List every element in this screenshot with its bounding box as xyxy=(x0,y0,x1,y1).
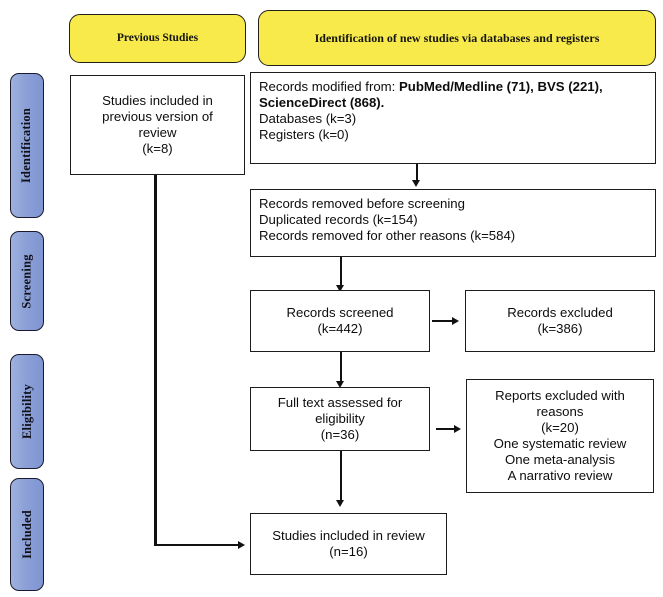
box-studies-previous-version: Studies included in previous version of … xyxy=(70,75,245,175)
box-records-excluded: Records excluded (k=386) xyxy=(465,290,655,352)
connector-removed-to-screened xyxy=(340,257,342,288)
box-studies-previous-version-text: Studies included in previous version of … xyxy=(102,92,213,157)
connector-fulltext-to-included xyxy=(340,451,342,503)
box-reports-excluded-text: Reports excluded with reasons (k=20) One… xyxy=(493,387,627,484)
arrowhead-previous-to-included xyxy=(238,541,245,549)
phase-bar-screening: Screening xyxy=(10,231,44,331)
box-records-screened-text: Records screened (k=442) xyxy=(286,304,394,336)
box-records-removed-text: Records removed before screening Duplica… xyxy=(259,196,516,244)
connector-screened-to-excluded xyxy=(432,320,454,322)
arrowhead-fulltext-to-reports-excluded xyxy=(454,425,461,433)
box-studies-included-in-review: Studies included in review (n=16) xyxy=(250,513,447,575)
connector-screened-to-fulltext xyxy=(340,352,342,384)
arrowhead-fulltext-to-included xyxy=(336,500,344,507)
phase-label-screening: Screening xyxy=(19,253,34,309)
box-full-text-assessed-text: Full text assessed for eligibility (n=36… xyxy=(277,394,403,443)
box-records-identified-text: Records modified from: PubMed/Medline (7… xyxy=(251,73,655,149)
records-identified-registers: Registers (k=0) xyxy=(259,127,349,143)
box-records-identified: Records modified from: PubMed/Medline (7… xyxy=(250,72,656,164)
box-records-removed: Records removed before screening Duplica… xyxy=(250,189,656,257)
phase-label-eligibility: Eligibility xyxy=(19,384,34,439)
banner-previous-studies: Previous Studies xyxy=(69,14,246,63)
box-records-screened: Records screened (k=442) xyxy=(250,290,430,352)
phase-label-included: Included xyxy=(19,510,34,559)
connector-previous-to-included-horizontal xyxy=(154,544,239,546)
connector-fulltext-to-reports-excluded xyxy=(436,428,456,430)
box-reports-excluded: Reports excluded with reasons (k=20) One… xyxy=(466,379,654,493)
box-records-excluded-text: Records excluded (k=386) xyxy=(507,304,613,336)
arrowhead-screened-to-excluded xyxy=(452,317,459,325)
box-studies-included-in-review-text: Studies included in review (n=16) xyxy=(272,527,425,559)
records-identified-lead: Records modified from: xyxy=(259,79,399,94)
phase-bar-eligibility: Eligibility xyxy=(10,354,44,469)
banner-identification-label: Identification of new studies via databa… xyxy=(314,30,600,45)
arrowhead-identified-to-removed xyxy=(412,180,420,187)
connector-previous-to-included-vertical xyxy=(154,175,157,546)
phase-bar-identification: Identification xyxy=(10,73,44,218)
arrowhead-screened-to-fulltext xyxy=(336,381,344,388)
connector-identified-to-removed xyxy=(416,164,418,183)
banner-previous-studies-label: Previous Studies xyxy=(116,31,199,44)
records-identified-databases: Databases (k=3) xyxy=(259,111,357,127)
records-identified-sources: PubMed/Medline (71), BVS (221), ScienceD… xyxy=(259,79,603,111)
box-full-text-assessed: Full text assessed for eligibility (n=36… xyxy=(250,387,430,451)
arrowhead-removed-to-screened xyxy=(336,285,344,292)
phase-bar-included: Included xyxy=(10,478,44,591)
banner-identification: Identification of new studies via databa… xyxy=(258,10,656,66)
phase-label-identification: Identification xyxy=(19,107,34,184)
